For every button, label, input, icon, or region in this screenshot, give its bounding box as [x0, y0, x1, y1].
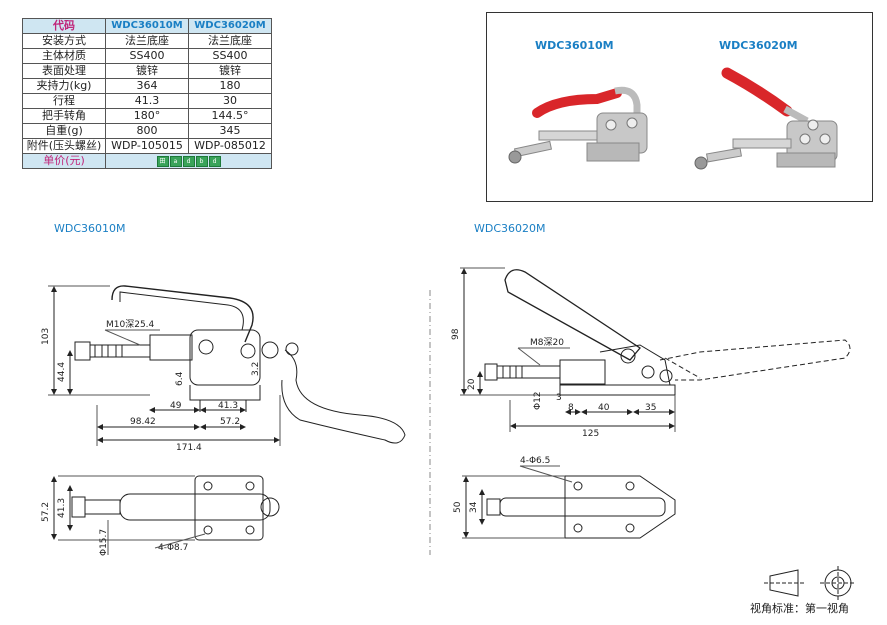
dim-103: 103 — [41, 328, 51, 345]
row-label: 行程 — [22, 93, 106, 109]
price-icon: d — [208, 155, 221, 167]
dim-98-42: 98.42 — [130, 417, 156, 427]
row-label: 把手转角 — [22, 108, 106, 124]
drawing2-plan-dims: 50 34 4-Φ6.5 — [453, 456, 550, 513]
plan-dim-50: 50 — [453, 501, 463, 513]
photo-label-2: WDC36020M — [719, 39, 798, 52]
drawing1-plan-dims: 57.2 41.3 Φ15.7 4-Φ8.7 — [41, 498, 188, 556]
price-icon: b — [195, 155, 208, 167]
price-row: 单价(元) 田 a d b d — [22, 153, 272, 169]
clamp-photo-1 — [508, 86, 648, 164]
row-label: 表面处理 — [22, 63, 106, 79]
drawing2-plan-view — [462, 465, 676, 539]
drawing1-side-dims: 103 44.4 M10深25.4 6.4 3.2 49 41.3 98.42 … — [41, 319, 261, 453]
plan-dim-41-3: 41.3 — [57, 498, 67, 518]
drawing1-side-view — [48, 285, 406, 446]
row-value: 345 — [188, 123, 272, 139]
drawing2-side-dims: 98 20 M8深20 Φ12 3 8 40 35 125 — [451, 328, 656, 439]
row-label: 附件(压头螺丝) — [22, 138, 106, 154]
price-icon: a — [169, 155, 182, 167]
dim-125: 125 — [582, 429, 599, 439]
header-model-1: WDC36010M — [105, 18, 189, 34]
dim-57-2: 57.2 — [220, 417, 240, 427]
dim-m8: M8深20 — [530, 337, 564, 348]
plan-dim-34: 34 — [469, 501, 479, 513]
dim-40: 40 — [598, 403, 610, 413]
dim-3-2: 3.2 — [251, 362, 261, 376]
dim-171-4: 171.4 — [176, 443, 202, 453]
drawing-title-1: WDC36010M — [54, 222, 126, 235]
table-row: 安装方式法兰底座法兰底座 — [22, 33, 272, 49]
price-label: 单价(元) — [22, 153, 106, 169]
row-value: 法兰底座 — [188, 33, 272, 49]
dim-44-4: 44.4 — [57, 362, 67, 382]
plan-dim-phi15-7: Φ15.7 — [99, 529, 109, 556]
dim-98: 98 — [451, 328, 461, 340]
view-standard-label: 视角标准：第一视角 — [750, 602, 849, 615]
plan-dim-holes-1: 4-Φ8.7 — [158, 543, 188, 553]
table-row: 表面处理镀锌镀锌 — [22, 63, 272, 79]
row-value: 180 — [188, 78, 272, 94]
drawing2-side-view — [460, 267, 851, 432]
photo-label-1: WDC36010M — [535, 39, 614, 52]
dim-49: 49 — [170, 401, 182, 411]
product-photos — [508, 67, 838, 170]
dim-8: 8 — [568, 403, 574, 413]
row-label: 安装方式 — [22, 33, 106, 49]
row-value: 法兰底座 — [105, 33, 189, 49]
dim-41-3: 41.3 — [218, 401, 238, 411]
product-photo-box: WDC36010M WDC36020M — [486, 12, 873, 202]
plan-dim-holes-2: 4-Φ6.5 — [520, 456, 550, 466]
spec-table: 代码 WDC36010M WDC36020M 安装方式法兰底座法兰底座 主体材质… — [22, 18, 272, 169]
plan-dim-57-2: 57.2 — [41, 502, 51, 522]
header-code: 代码 — [22, 18, 106, 34]
row-value: SS400 — [188, 48, 272, 64]
dim-35: 35 — [645, 403, 656, 413]
price-icon: d — [182, 155, 195, 167]
price-icon: 田 — [156, 155, 169, 167]
dim-6-4: 6.4 — [175, 371, 185, 386]
projection-symbol-icon — [764, 566, 856, 600]
row-label: 主体材质 — [22, 48, 106, 64]
drawing1-plan-view — [51, 475, 280, 555]
price-icons[interactable]: 田 a d b d — [156, 155, 221, 167]
row-value: 180° — [105, 108, 189, 124]
clamp-photo-2 — [694, 67, 838, 170]
row-label: 夹持力(kg) — [22, 78, 106, 94]
row-label: 自重(g) — [22, 123, 106, 139]
drawing-title-2: WDC36020M — [474, 222, 546, 235]
dim-phi12: Φ12 — [533, 391, 543, 410]
price-cell[interactable]: 田 a d b d — [105, 153, 272, 169]
dim-3: 3 — [556, 393, 562, 403]
dim-20: 20 — [467, 378, 477, 390]
dim-m10: M10深25.4 — [106, 319, 155, 330]
